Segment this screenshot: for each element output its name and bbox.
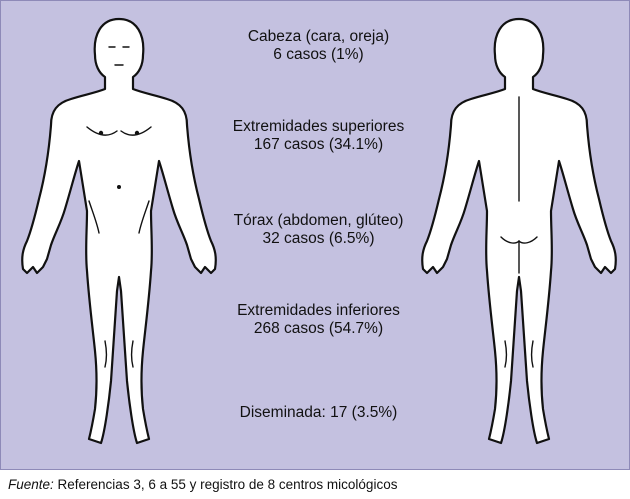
region-name: Extremidades inferiores [191, 302, 446, 320]
region-cases: 6 casos (1%) [191, 46, 446, 64]
region-cases: 268 casos (54.7%) [191, 320, 446, 338]
region-label-head: Cabeza (cara, oreja) 6 casos (1%) [191, 28, 446, 64]
region-name: Extremidades superiores [191, 118, 446, 136]
region-label-lower-limbs: Extremidades inferiores 268 casos (54.7%… [191, 302, 446, 338]
region-label-thorax: Tórax (abdomen, glúteo) 32 casos (6.5%) [191, 212, 446, 248]
region-name: Tórax (abdomen, glúteo) [191, 212, 446, 230]
region-cases: 167 casos (34.1%) [191, 136, 446, 154]
source-prefix: Fuente: [8, 477, 54, 492]
region-name: Cabeza (cara, oreja) [191, 28, 446, 46]
source-note: Fuente: Referencias 3, 6 a 55 y registro… [0, 470, 630, 499]
region-label-upper-limbs: Extremidades superiores 167 casos (34.1%… [191, 118, 446, 154]
region-cases: 32 casos (6.5%) [191, 230, 446, 248]
region-label-disseminated: Diseminada: 17 (3.5%) [191, 404, 446, 422]
source-text: Referencias 3, 6 a 55 y registro de 8 ce… [54, 477, 398, 492]
body-distribution-figure: Cabeza (cara, oreja) 6 casos (1%) Extrem… [0, 0, 630, 470]
region-name: Diseminada: 17 (3.5%) [191, 404, 446, 422]
